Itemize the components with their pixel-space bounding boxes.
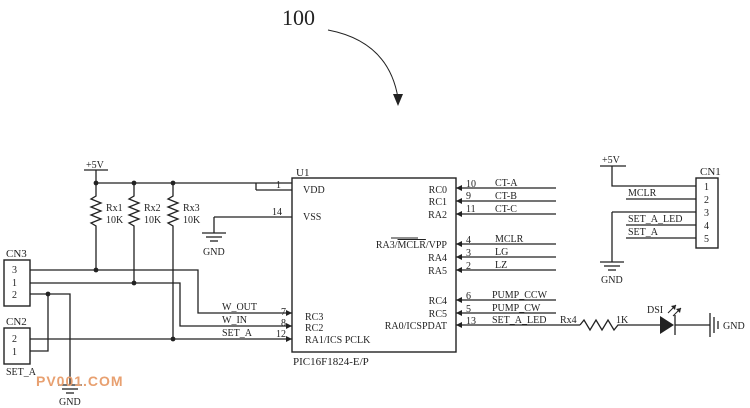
rx4-value: 1K [616,315,629,326]
u1-pin-num: 4 [466,235,471,246]
net-label: CT-C [495,204,517,215]
junction [131,280,137,286]
net-label: PUMP_CW [492,303,541,314]
led-ray-head [676,308,681,313]
junction [93,267,99,273]
net-label: CT-A [495,178,518,189]
net-label: CT-B [495,191,517,202]
u1-pin-num: 1 [276,180,281,191]
arrow-head [393,94,403,106]
led-ray-head [671,305,676,310]
cn1-pin: 1 [704,182,709,193]
u1-body [291,177,457,353]
led-gnd-label: GND [723,321,745,332]
cn3-pin: 2 [12,290,17,301]
cn1-pin: 2 [704,195,709,206]
net-label: W_IN [222,315,247,326]
net-label: MCLR [495,234,524,245]
u1-pin-num: 2 [466,261,471,272]
cn3-pin: 3 [12,265,17,276]
net-label: PUMP_CCW [492,290,548,301]
u1-pin-num: 10 [466,179,476,190]
u1-pin-num: 12 [276,329,286,340]
cn1-pin: 3 [704,208,709,219]
resistor-rx3 [166,183,180,340]
rx1-ref: Rx1 [106,203,123,214]
gnd-vss-label: GND [203,247,225,258]
watermark: PV001.COM [36,373,124,389]
cn2-label: SET_A [6,367,37,378]
u1-pin-name: RC1 [429,197,447,208]
rx3-value: 10K [183,215,201,226]
gnd-cn1-label: GND [601,275,623,286]
cn1-wires [611,178,696,262]
resistor-rx1 [89,183,103,270]
resistor-rx2 [127,183,141,283]
rx4-ref: Rx4 [560,315,577,326]
u1-pin-name: VSS [303,212,321,223]
u1-pin-num: 14 [272,207,282,218]
vcc-left-label: +5V [86,160,105,171]
u1-ref: U1 [296,167,309,179]
net-label: LG [495,247,508,258]
right-signal-wires [456,185,556,328]
figure-pointer-arrow [327,29,399,99]
junction [45,291,51,297]
cn1-ref: CN1 [700,166,721,178]
vcc-right-label: +5V [602,155,621,166]
rx2-ref: Rx2 [144,203,161,214]
u1-pin-name-mclr: RA3/MCLR/VPP [376,240,448,251]
cn3-ref: CN3 [6,248,27,260]
u1-pin-name: RA1/ICS PCLK [305,335,371,346]
u1-pin-num: 11 [466,204,476,215]
rx1-value: 10K [106,215,124,226]
cn1-pin: 4 [704,221,709,232]
cn2-ref: CN2 [6,316,27,328]
cn1-pin: 5 [704,234,709,245]
gnd-cn3-label: GND [59,397,81,408]
rx2-value: 10K [144,215,162,226]
figure-number: 100 [282,5,315,30]
u1-pin-name: RC0 [429,185,447,196]
cn1-net-label: SET_A [628,227,659,238]
junction [170,336,176,342]
net-label: W_OUT [222,302,257,313]
cn2-pin: 2 [12,334,17,345]
cn2-body [3,327,31,365]
u1-pin-name: VDD [303,185,325,196]
cn1-body [695,177,719,249]
u1-pin-name: RA0/ICSPDAT [385,321,447,332]
u1-pin-num: 8 [281,318,286,329]
u1-pin-name: RC2 [305,323,323,334]
cn2-pin: 1 [12,347,17,358]
u1-pin-name: RC4 [429,296,447,307]
resistor-rx4 [579,318,660,332]
cn1-net-label: SET_A_LED [628,214,682,225]
rx3-ref: Rx3 [183,203,200,214]
u1-pin-name: RC5 [429,309,447,320]
net-label: SET_A_LED [492,315,546,326]
left-signal-wires [30,269,292,385]
u1-pin-name: RA2 [428,210,447,221]
cn3-body [3,259,31,307]
net-label: SET_A [222,328,253,339]
led-ref: DSI [647,305,663,316]
u1-part: PIC16F1824-E/P [293,356,369,368]
cn1-net-label: MCLR [628,188,657,199]
u1-pin-num: 3 [466,248,471,259]
net-label: LZ [495,260,507,271]
u1-pin-name: RA4 [428,253,447,264]
u1-pin-num: 6 [466,291,471,302]
u1-pin-num: 13 [466,316,476,327]
cn3-pin: 1 [12,278,17,289]
u1-pin-name: RC3 [305,312,323,323]
led-diode [660,316,674,334]
u1-pin-num: 9 [466,191,471,202]
u1-pin-num: 5 [466,304,471,315]
u1-pin-name: RA5 [428,266,447,277]
